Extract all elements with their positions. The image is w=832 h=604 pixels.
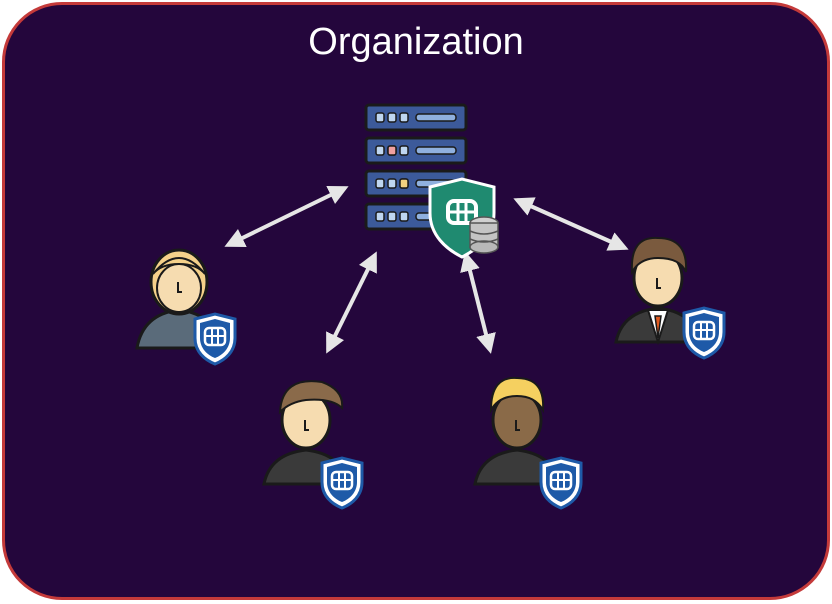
woman-user-icon: [135, 248, 223, 350]
user-shield-icon: [320, 456, 364, 510]
user-shield-icon: [539, 456, 583, 510]
user-man-center-node: [473, 376, 583, 510]
database-icon: [469, 216, 499, 254]
arrow-server-user-woman: [224, 186, 349, 247]
diagram-title: Organization: [308, 21, 524, 63]
arrow-server-user-man-right: [513, 197, 629, 251]
user-shield-icon: [193, 312, 237, 366]
arrow-server-user-man-left: [326, 251, 377, 354]
user-man-left-node: [262, 380, 364, 510]
connection-arrows: [224, 186, 629, 354]
user-man-right-node: [614, 236, 726, 360]
businessman-user-icon: [614, 236, 702, 346]
server-node: [364, 103, 499, 259]
user-shield-icon: [682, 306, 726, 360]
man-user-icon: [473, 376, 561, 486]
user-woman-node: [135, 248, 237, 366]
arrow-server-user-man-center: [460, 251, 496, 354]
